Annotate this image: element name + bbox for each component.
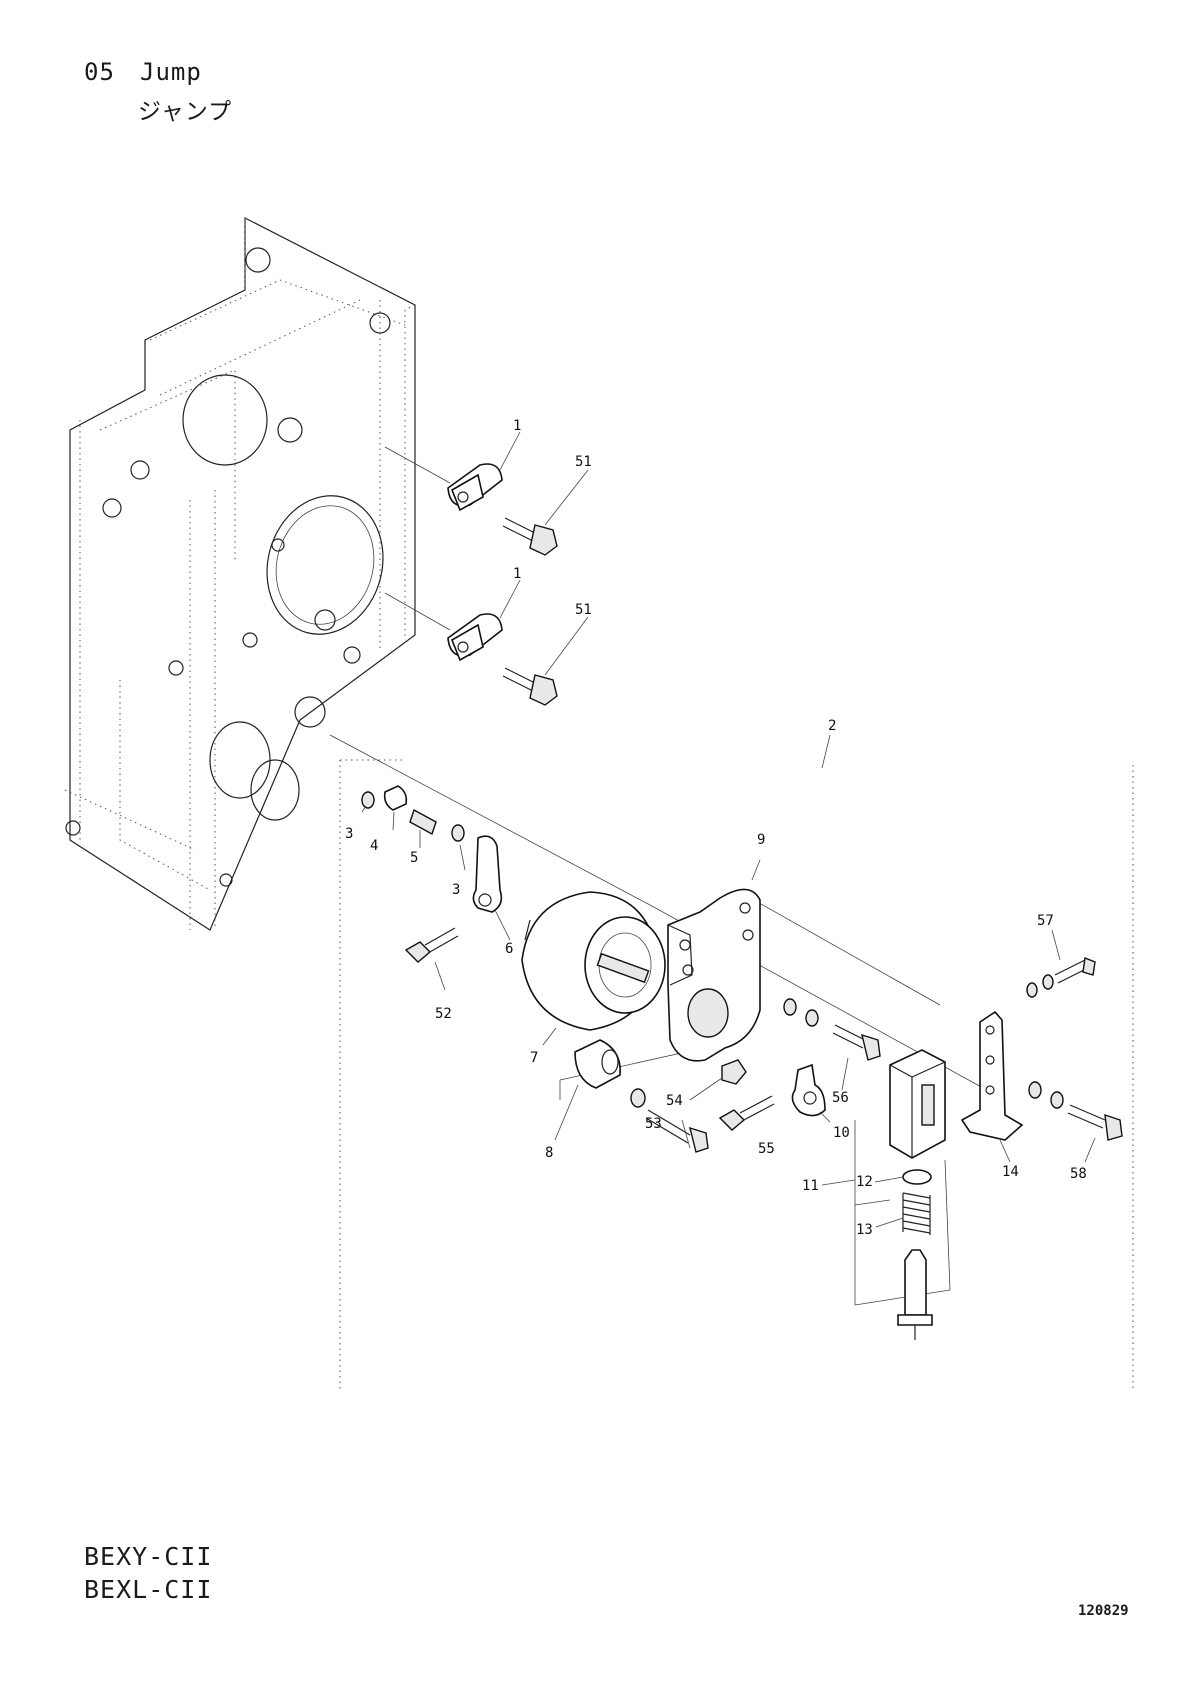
callout-3a: 3 <box>345 826 353 842</box>
model-code-2: BEXL-CII <box>84 1575 212 1604</box>
housing-frame <box>65 218 415 930</box>
pin-part-5 <box>410 810 436 834</box>
callout-1-lower: 1 <box>513 566 521 582</box>
lever-part-6 <box>473 836 501 912</box>
plate-part-9 <box>668 889 760 1060</box>
bolt-part-55 <box>720 1096 774 1130</box>
callout-54: 54 <box>666 1093 683 1109</box>
bracket-part-1-upper <box>448 464 502 510</box>
callout-7: 7 <box>530 1050 538 1066</box>
bracket-part-1-lower <box>448 614 502 660</box>
document-number: 120829 <box>1078 1603 1129 1619</box>
callout-51-upper: 51 <box>575 454 592 470</box>
callout-10: 10 <box>833 1125 850 1141</box>
ring-part-3b <box>452 825 464 841</box>
callout-8: 8 <box>545 1145 553 1161</box>
callout-11: 11 <box>802 1178 819 1194</box>
model-code-1: BEXY-CII <box>84 1542 212 1571</box>
bracket-part-14 <box>962 1012 1022 1140</box>
callout-4: 4 <box>370 838 378 854</box>
ring-part-12 <box>903 1170 931 1184</box>
callout-58: 58 <box>1070 1166 1087 1182</box>
drum-part-7 <box>522 892 665 1030</box>
bolt-part-51-lower <box>503 668 557 705</box>
callout-56: 56 <box>832 1090 849 1106</box>
ring-part-3a <box>362 792 374 808</box>
collar-part-4 <box>385 786 407 810</box>
callout-2: 2 <box>828 718 836 734</box>
callout-57: 57 <box>1037 913 1054 929</box>
callout-5: 5 <box>410 850 418 866</box>
callout-53: 53 <box>645 1116 662 1132</box>
callout-9: 9 <box>757 832 765 848</box>
spring-part-13 <box>903 1193 930 1235</box>
washers-bolt-part-58 <box>1029 1082 1122 1140</box>
callout-12: 12 <box>856 1174 873 1190</box>
solenoid-part-11 <box>890 1050 945 1158</box>
callout-14: 14 <box>1002 1164 1019 1180</box>
callout-3b: 3 <box>452 882 460 898</box>
callout-13: 13 <box>856 1222 873 1238</box>
washers-bolt-part-57 <box>1027 958 1095 997</box>
plunger-part-11 <box>898 1250 932 1340</box>
callout-6: 6 <box>505 941 513 957</box>
bolt-part-52 <box>406 928 458 962</box>
washers-bolt-part-56 <box>784 999 880 1060</box>
bushing-part-8 <box>575 1040 620 1088</box>
callout-52: 52 <box>435 1006 452 1022</box>
nut-part-54 <box>722 1060 746 1084</box>
callout-1-upper: 1 <box>513 418 521 434</box>
callout-51-lower: 51 <box>575 602 592 618</box>
callout-55: 55 <box>758 1141 775 1157</box>
bolt-part-51-upper <box>503 518 557 555</box>
lever-part-10 <box>792 1065 825 1116</box>
